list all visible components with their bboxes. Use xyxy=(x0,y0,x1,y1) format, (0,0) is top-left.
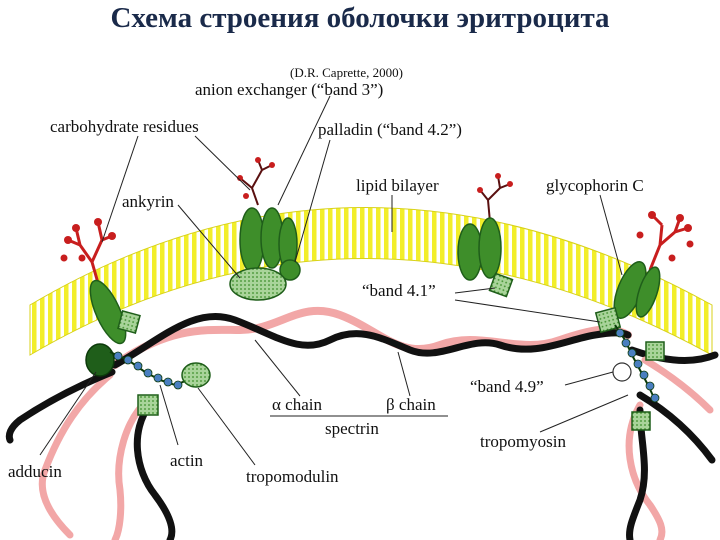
band-3-complex xyxy=(229,157,301,301)
label-adducin: adducin xyxy=(8,462,62,481)
label-spectrin: spectrin xyxy=(325,419,379,438)
leader-carbohydrate-left xyxy=(101,135,139,243)
label-lipid-bilayer: lipid bilayer xyxy=(356,176,439,195)
carbohydrate-chain-glycophorin-c xyxy=(648,213,689,271)
leader-adducin xyxy=(39,371,97,456)
band-4-1-box-right-mid xyxy=(645,341,665,361)
alpha-chain-strand-right-down xyxy=(636,391,716,464)
alpha-chain-strand xyxy=(111,312,632,369)
carbohydrate-beads-band3 xyxy=(237,157,275,199)
actin-beads-left xyxy=(113,351,183,390)
leader-band-4-9 xyxy=(564,371,614,386)
alpha-chain-strand-right-bottom xyxy=(626,406,648,540)
leader-tropomodulin xyxy=(197,387,256,466)
band3-lobe-right-2 xyxy=(478,217,502,279)
leader-lines xyxy=(39,95,629,466)
label-tropomodulin: tropomodulin xyxy=(246,467,339,486)
label-ankyrin: ankyrin xyxy=(122,192,174,211)
carbohydrate-beads-right xyxy=(477,173,513,193)
beta-chain-strand-right-down xyxy=(625,401,666,540)
actin-beads-right xyxy=(615,328,660,403)
leader-carbohydrate-band3 xyxy=(194,135,251,191)
tropomodulin-blob xyxy=(181,362,211,388)
label-glycophorin-c: glycophorin C xyxy=(546,176,644,195)
leader-anion-exchanger xyxy=(277,95,331,206)
carbohydrate-beads-glycophorin-c xyxy=(636,211,694,262)
band-3-complex-right xyxy=(457,173,514,298)
leader-alpha-chain xyxy=(254,339,301,397)
band-4-1-box-left xyxy=(117,310,141,334)
label-tropomyosin: tropomyosin xyxy=(480,432,566,451)
label-alpha-chain: α chain xyxy=(272,395,322,414)
carbohydrate-chain-right xyxy=(479,175,511,223)
band-4-1-box-left-lower xyxy=(137,394,159,416)
label-beta-chain: β chain xyxy=(386,395,436,414)
spectrin-network xyxy=(5,306,719,540)
glycophorin-left xyxy=(89,279,127,345)
label-actin: actin xyxy=(170,451,204,470)
adducin-blob xyxy=(85,343,115,377)
alpha-chain-strand-left-down xyxy=(133,401,176,540)
carbohydrate-beads-left xyxy=(60,218,116,262)
alpha-chain-strand-left-lower xyxy=(5,368,116,444)
band-4-1-box-center xyxy=(488,272,514,298)
leader-band-4-1-right xyxy=(454,299,601,323)
palladin-blob xyxy=(279,259,301,281)
alpha-chain-strand-right-up xyxy=(628,346,719,364)
carbohydrate-chain-left xyxy=(67,221,113,291)
label-band-4-9: “band 4.9” xyxy=(470,377,544,396)
band-4-9-circle xyxy=(612,362,632,382)
left-junction-complex xyxy=(60,218,211,416)
beta-chain-strand-left-lower xyxy=(38,371,114,539)
leader-band-4-1-center xyxy=(454,287,496,294)
label-anion-exchanger: anion exchanger (“band 3”) xyxy=(195,80,383,99)
leader-actin xyxy=(159,384,179,446)
band-4-1-box-right-low xyxy=(631,411,651,431)
beta-chain-strand-right-up xyxy=(641,356,714,414)
leader-palladin xyxy=(294,139,331,263)
beta-chain-strand-left-down xyxy=(111,396,152,540)
right-junction-complex xyxy=(594,211,694,431)
citation-label: (D.R. Caprette, 2000) xyxy=(290,65,403,80)
page-title: Схема строения оболочки эритроцита xyxy=(110,2,610,34)
ankyrin-blob xyxy=(229,267,287,301)
label-palladin: palladin (“band 4.2”) xyxy=(318,120,462,139)
leader-tropomyosin xyxy=(539,394,629,433)
band-4-1-box-right xyxy=(594,306,622,334)
leader-beta-chain xyxy=(397,351,411,397)
glycophorin-c-protein-2 xyxy=(635,266,661,318)
label-band-4-1: “band 4.1” xyxy=(362,281,436,300)
label-carbohydrate-residues: carbohydrate residues xyxy=(50,117,199,136)
leader-ankyrin xyxy=(177,204,241,279)
leader-glycophorin-c xyxy=(599,194,623,276)
